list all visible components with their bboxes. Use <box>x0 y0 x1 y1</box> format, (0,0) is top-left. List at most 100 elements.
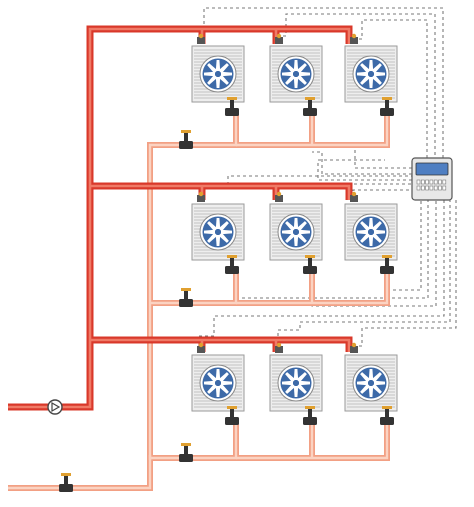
valve-icon <box>225 255 239 274</box>
fan-blade <box>360 383 371 394</box>
return-valve <box>380 97 394 116</box>
fan-blade <box>368 386 374 397</box>
actuator-icon <box>198 191 204 197</box>
valve-icon <box>303 97 317 116</box>
fan-blade <box>285 74 296 85</box>
actuator-icon <box>351 33 357 39</box>
fan-blade <box>299 71 310 77</box>
valve-body <box>303 108 317 116</box>
valve-body <box>380 266 394 274</box>
fan-blade <box>371 232 382 243</box>
fan-blade <box>296 383 307 394</box>
fan-blade <box>285 383 296 394</box>
fan-blade <box>293 235 299 246</box>
fan-coil-units <box>191 33 398 425</box>
fan-hub <box>215 229 221 235</box>
fan-blade <box>299 380 310 386</box>
fan-blade <box>215 235 221 246</box>
valve-handwheel <box>227 255 237 258</box>
fan-blade <box>207 221 218 232</box>
controller-key <box>425 185 429 191</box>
fan-coil-unit <box>191 191 245 274</box>
control-valve-icon <box>197 37 205 44</box>
control-wire <box>277 198 451 348</box>
fan-coil-unit <box>191 342 245 425</box>
control-valve-icon <box>350 346 358 353</box>
fan-blade <box>371 74 382 85</box>
valve-stem <box>308 408 312 418</box>
valve-stem <box>230 99 234 109</box>
fan-coil-unit <box>269 342 323 425</box>
controller-key <box>433 185 438 191</box>
fan-blade <box>204 380 215 386</box>
fan-blade <box>293 60 299 71</box>
fan-blade <box>368 369 374 380</box>
fan-blade <box>368 77 374 88</box>
valve-body <box>303 417 317 425</box>
valve-body <box>225 108 239 116</box>
return-valve <box>225 97 239 116</box>
valve-body <box>303 266 317 274</box>
return-valve <box>380 406 394 425</box>
fan-blade <box>218 372 229 383</box>
fan-coil-unit <box>344 33 398 116</box>
fan-icon <box>352 55 390 93</box>
fan-blade <box>215 77 221 88</box>
fan-blade <box>207 63 218 74</box>
fan-icon <box>352 213 390 251</box>
fan-blade <box>293 386 299 397</box>
controller-key <box>433 179 438 185</box>
control-wire <box>384 198 422 291</box>
fan-blade <box>293 77 299 88</box>
return-valve <box>225 255 239 274</box>
valve-body <box>225 266 239 274</box>
fan-icon <box>352 364 390 402</box>
valve-body <box>380 108 394 116</box>
zone-valve <box>179 443 193 462</box>
valve-icon <box>179 288 193 307</box>
fan-blade <box>360 63 371 74</box>
fan-blade <box>371 372 382 383</box>
fan-blade <box>207 383 218 394</box>
controller-icon <box>411 157 453 201</box>
fan-blade <box>374 380 385 386</box>
fan-blade <box>296 232 307 243</box>
valve-body <box>380 417 394 425</box>
valve-handwheel <box>181 288 191 291</box>
fan-blade <box>285 372 296 383</box>
valve-body <box>179 454 193 462</box>
fan-blade <box>299 229 310 235</box>
fan-blade <box>204 229 215 235</box>
control-wire <box>277 13 436 162</box>
fan-hub <box>368 71 374 77</box>
fan-icon <box>199 364 237 402</box>
valve-icon <box>380 255 394 274</box>
fan-icon <box>277 213 315 251</box>
fan-hub <box>368 229 374 235</box>
fan-blade <box>360 232 371 243</box>
actuator-icon <box>198 342 204 348</box>
control-valve-icon <box>197 195 205 202</box>
valve-stem <box>385 257 389 267</box>
pump-arrow <box>51 401 61 413</box>
return-pipe-outer <box>8 114 390 491</box>
fan-blade <box>357 71 368 77</box>
fan-coil-unit <box>344 191 398 274</box>
fan-hub <box>215 380 221 386</box>
fan-blade <box>360 372 371 383</box>
valve-icon <box>225 406 239 425</box>
fan-blade <box>296 74 307 85</box>
fan-blade <box>360 221 371 232</box>
valve-icon <box>303 255 317 274</box>
fan-blade <box>218 221 229 232</box>
fan-icon <box>199 213 237 251</box>
fan-blade <box>207 372 218 383</box>
valve-body <box>225 417 239 425</box>
controller-key <box>442 179 447 185</box>
fan-blade <box>285 221 296 232</box>
fan-blade <box>374 71 385 77</box>
fan-coil-unit <box>269 191 323 274</box>
valve-handwheel <box>181 443 191 446</box>
fan-blade <box>218 232 229 243</box>
